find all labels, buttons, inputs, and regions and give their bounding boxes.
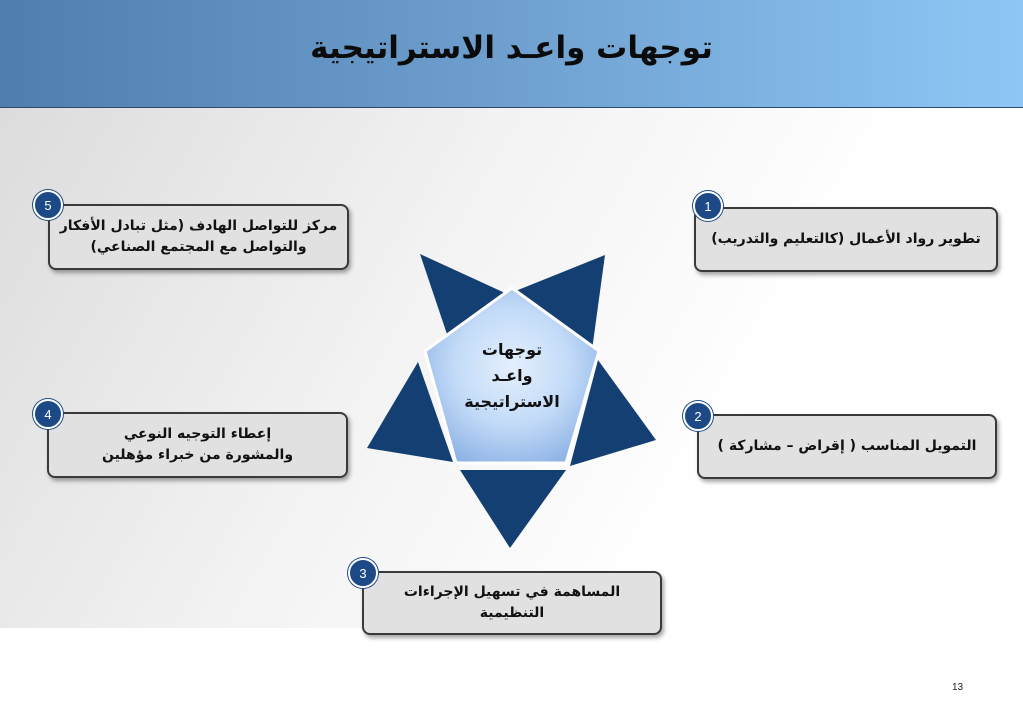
item-box-5: مركز للتواصل الهادف (مثل تبادل الأفكار و… (48, 204, 349, 270)
item-text-4: إعطاء التوجيه النوعي والمشورة من خبراء م… (101, 426, 294, 463)
item-text-2: التمويل المناسب ( إقراض – مشاركة ) (717, 438, 977, 454)
star-point-right (570, 360, 656, 466)
item-badge-2: 2 (683, 401, 713, 431)
star-point-bottom (460, 470, 566, 548)
star-point-left (367, 362, 453, 462)
item-text-3: المساهمة في تسهيل الإجراءات التنظيمية (403, 584, 621, 621)
title-banner: توجهات واعـد الاستراتيجية (0, 0, 1023, 108)
item-badge-4: 4 (33, 399, 63, 429)
item-box-3: المساهمة في تسهيل الإجراءات التنظيمية (362, 571, 662, 635)
item-badge-1: 1 (693, 191, 723, 221)
page-number: 13 (952, 682, 964, 693)
star-point-top-left (420, 254, 505, 352)
item-badge-5: 5 (33, 190, 63, 220)
item-text-1: تطوير رواد الأعمال (كالتعليم والتدريب) (711, 231, 981, 247)
center-label: توجهات واعـد الاستراتيجية (464, 340, 560, 411)
slide-title: توجهات واعـد الاستراتيجية (310, 30, 713, 66)
item-text-5: مركز للتواصل الهادف (مثل تبادل الأفكار و… (59, 218, 338, 255)
item-box-2: التمويل المناسب ( إقراض – مشاركة ) (697, 414, 997, 479)
center-pentagon (423, 286, 601, 465)
star-point-top-right (513, 255, 605, 350)
item-badge-3: 3 (348, 558, 378, 588)
item-box-4: إعطاء التوجيه النوعي والمشورة من خبراء م… (47, 412, 348, 478)
item-box-1: تطوير رواد الأعمال (كالتعليم والتدريب) (694, 207, 998, 272)
